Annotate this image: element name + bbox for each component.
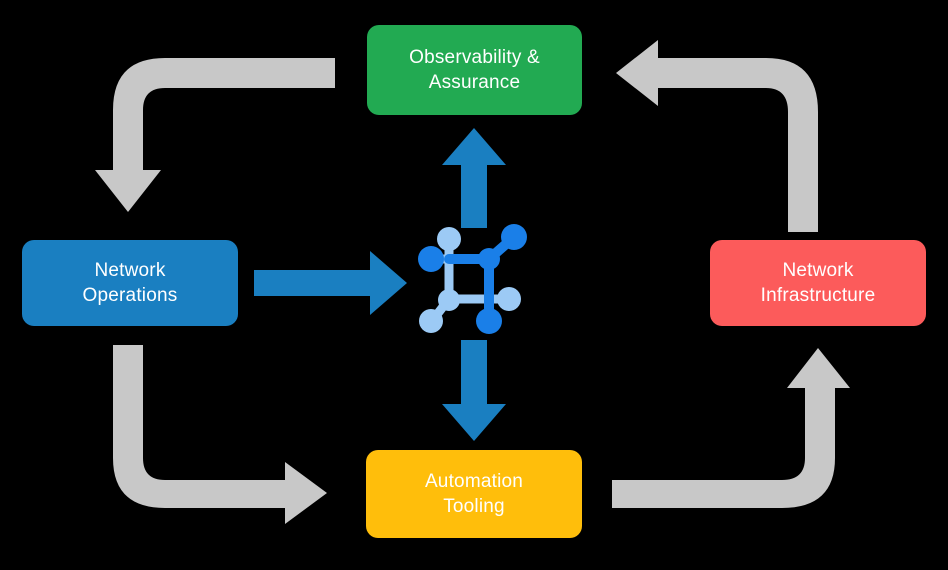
connector-center-to-observability: [442, 128, 506, 228]
connector-automation-tooling-to-network-infrastructure: [612, 348, 850, 508]
node-observability-assurance[interactable]: Observability & Assurance: [367, 25, 582, 115]
node-network-infrastructure[interactable]: Network Infrastructure: [710, 240, 926, 326]
connector-network-operations-to-center: [254, 251, 407, 315]
topology-light-nodes: [419, 227, 521, 333]
connector-center-to-automation-tooling: [442, 340, 506, 441]
node-network-operations[interactable]: Network Operations: [22, 240, 238, 326]
connector-network-operations-to-automation-tooling: [113, 345, 327, 524]
topology-dark-nodes: [418, 224, 527, 334]
connector-network-infrastructure-to-observability: [616, 40, 818, 232]
network-topology-icon: [418, 224, 527, 334]
node-automation-tooling[interactable]: Automation Tooling: [366, 450, 582, 538]
connector-observability-to-network-operations: [95, 58, 335, 212]
